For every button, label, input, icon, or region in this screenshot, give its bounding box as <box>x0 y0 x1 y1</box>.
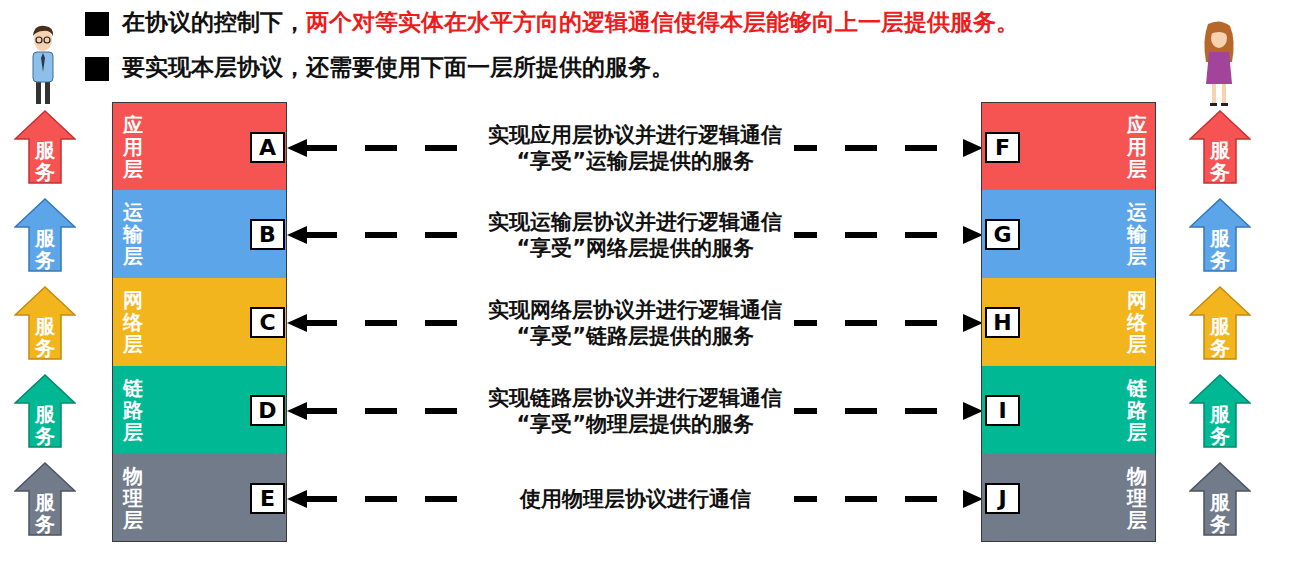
layer-name: 物理层 <box>1127 465 1147 531</box>
entity-box: A <box>250 132 285 163</box>
connector-label: 使用物理层协议进行通信 <box>476 484 794 514</box>
entity-box: E <box>250 483 285 514</box>
service-arrow: 服务 <box>14 286 76 360</box>
layer-band: 运输层 B <box>112 190 287 278</box>
layer-name: 链路层 <box>1127 377 1147 443</box>
service-arrow: 服务 <box>14 198 76 272</box>
heading-highlight: 两个对等实体在水平方向的逻辑通信使得本层能够向上一层提供服务。 <box>306 9 1019 35</box>
service-text: 服务 <box>35 227 55 271</box>
layer-band: 应用层 A <box>112 102 287 190</box>
entity-box: J <box>985 483 1020 514</box>
entity-letter: H <box>993 310 1011 335</box>
layer-band: 链路层 I <box>981 366 1156 454</box>
entity-letter: G <box>993 222 1011 247</box>
layer-name: 运输层 <box>123 201 143 267</box>
connector-label: 实现运输层协议并进行逻辑通信 “享受”网络层提供的服务 <box>476 207 794 264</box>
layer-name: 应用层 <box>1127 114 1147 180</box>
layer-band: 应用层 F <box>981 102 1156 190</box>
entity-box: D <box>250 395 285 426</box>
layer-band: 运输层 G <box>981 190 1156 278</box>
service-text: 服务 <box>35 139 55 183</box>
service-text: 服务 <box>1210 403 1230 447</box>
entity-box: H <box>985 307 1020 338</box>
entity-letter: I <box>998 398 1006 423</box>
service-text: 服务 <box>1210 227 1230 271</box>
entity-letter: D <box>258 398 276 423</box>
entity-letter: A <box>259 135 276 160</box>
entity-letter: E <box>260 486 275 511</box>
layer-name: 运输层 <box>1127 201 1147 267</box>
connector-label: 实现链路层协议并进行逻辑通信 “享受”物理层提供的服务 <box>476 383 794 440</box>
entity-letter: J <box>998 486 1006 511</box>
layer-name: 应用层 <box>123 114 143 180</box>
layer-name: 网络层 <box>1127 289 1147 355</box>
layer-band: 物理层 J <box>981 454 1156 542</box>
layer-name: 网络层 <box>123 289 143 355</box>
entity-box: B <box>250 219 285 250</box>
entity-letter: B <box>259 222 276 247</box>
layer-band: 链路层 D <box>112 366 287 454</box>
layer-band: 网络层 C <box>112 278 287 366</box>
service-arrow: 服务 <box>14 374 76 448</box>
service-arrow: 服务 <box>14 110 76 184</box>
layer-band: 物理层 E <box>112 454 287 542</box>
layer-name: 物理层 <box>123 465 143 531</box>
service-text: 服务 <box>35 491 55 535</box>
connector-label: 实现网络层协议并进行逻辑通信 “享受”链路层提供的服务 <box>476 295 794 352</box>
entity-letter: F <box>995 135 1010 160</box>
service-arrow: 服务 <box>1189 198 1251 272</box>
service-arrow: 服务 <box>1189 374 1251 448</box>
service-arrow: 服务 <box>14 462 76 536</box>
heading-line: 在协议的控制下，两个对等实体在水平方向的逻辑通信使得本层能够向上一层提供服务。 <box>122 9 1019 37</box>
heading-line: 要实现本层协议，还需要使用下面一层所提供的服务。 <box>122 54 674 82</box>
man-figure <box>33 26 53 104</box>
woman-figure <box>1204 21 1233 106</box>
layer-name: 链路层 <box>123 377 143 443</box>
entity-box: I <box>985 395 1020 426</box>
service-text: 服务 <box>1210 491 1230 535</box>
entity-box: G <box>985 219 1020 250</box>
service-text: 服务 <box>1210 315 1230 359</box>
service-text: 服务 <box>35 403 55 447</box>
heading-text: 要实现本层协议，还需要使用下面一层所提供的服务。 <box>122 54 674 80</box>
service-text: 服务 <box>35 315 55 359</box>
layer-band: 网络层 H <box>981 278 1156 366</box>
bullet-square <box>85 12 109 36</box>
entity-letter: C <box>259 310 275 335</box>
connector-label: 实现应用层协议并进行逻辑通信 “享受”运输层提供的服务 <box>476 120 794 177</box>
service-text: 服务 <box>1210 139 1230 183</box>
bullet-square <box>85 57 109 81</box>
heading-text: 在协议的控制下， <box>122 9 306 35</box>
service-arrow: 服务 <box>1189 462 1251 536</box>
service-arrow: 服务 <box>1189 110 1251 184</box>
entity-box: C <box>250 307 285 338</box>
entity-box: F <box>985 132 1020 163</box>
service-arrow: 服务 <box>1189 286 1251 360</box>
